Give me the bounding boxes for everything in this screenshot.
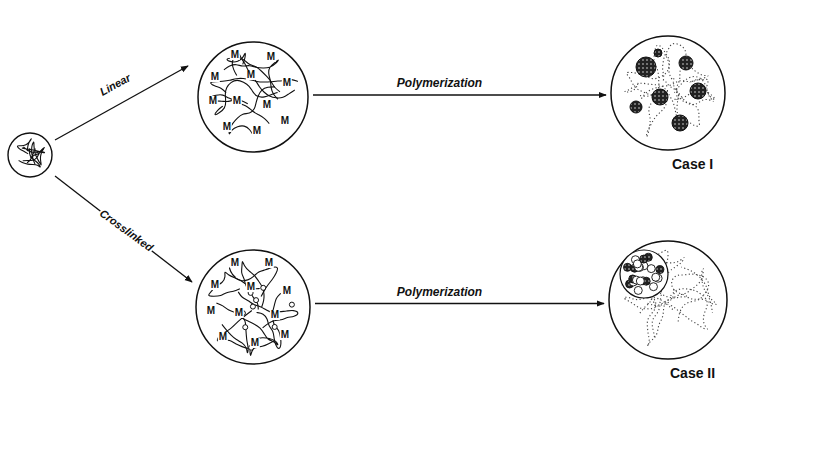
polymer-chain <box>669 289 708 330</box>
domain-cell <box>656 266 664 274</box>
monomer-label: M <box>230 258 240 268</box>
particle-boundary <box>196 250 310 364</box>
monomer-label: M <box>282 78 292 88</box>
swollen-particle: MMMMMMMMMMM <box>195 249 311 365</box>
polymer-chain <box>27 142 35 164</box>
monomer-label: M <box>252 126 262 136</box>
monomer-label: M <box>234 308 244 318</box>
polymer-chain <box>22 147 45 153</box>
monomer-label: M <box>232 96 242 106</box>
polymerization-arrow <box>313 94 606 95</box>
particle-outline <box>610 35 726 151</box>
crosslink-point <box>254 298 259 303</box>
crosslink-point <box>289 302 294 307</box>
particle-boundary <box>611 36 725 150</box>
monomer-label: M <box>206 306 216 316</box>
crosslink-point <box>261 285 266 290</box>
monomer-label: M <box>270 310 280 320</box>
polymer-domain <box>620 250 668 298</box>
path-label: Linear <box>97 72 133 99</box>
polymer-domain <box>654 49 662 57</box>
particle-boundary <box>609 241 727 359</box>
polymer-chain <box>211 78 298 92</box>
monomer-label: M <box>210 280 220 290</box>
edge-label: Polymerization <box>395 286 484 298</box>
seed-chains <box>18 139 45 167</box>
crosslink-point <box>250 304 255 309</box>
particle-outline <box>608 240 728 360</box>
polymer-domain <box>672 115 688 131</box>
polymer-chain <box>216 303 248 353</box>
seed-particle <box>8 133 52 177</box>
monomer-label: M <box>266 52 276 62</box>
polymer-chain <box>229 267 277 296</box>
polymerization-arrow <box>315 303 604 304</box>
polymer-domain <box>652 89 668 105</box>
polymer-chain <box>672 274 709 321</box>
swelling-arrow <box>55 66 188 140</box>
crosslink-point <box>243 325 248 330</box>
monomer-label: M <box>262 100 272 110</box>
edge-label: Polymerization <box>395 77 484 89</box>
particle-contents <box>209 262 298 356</box>
product-particle: Case II <box>608 240 728 360</box>
monomer-label: M <box>282 286 292 296</box>
monomer-label: M <box>230 50 240 60</box>
monomer-label: M <box>250 338 260 348</box>
swollen-particle: MMMMMMMMMMM <box>197 41 309 153</box>
monomer-label: M <box>246 282 256 292</box>
monomer-label: M <box>280 330 290 340</box>
polymer-domain <box>679 56 693 70</box>
polymer-chain <box>242 262 264 310</box>
polymer-chain <box>666 79 714 104</box>
particle-contents <box>620 250 716 346</box>
polymer-domain <box>636 57 656 77</box>
domain-cell <box>652 273 660 281</box>
domain-cell <box>640 255 648 263</box>
domain-cell <box>634 286 642 294</box>
polymer-chain <box>229 87 275 136</box>
monomer-label: M <box>222 122 232 132</box>
product-particle: Case I <box>610 35 726 151</box>
polymer-domain <box>630 101 642 113</box>
monomer-label: M <box>280 116 290 126</box>
particle-contents <box>625 44 715 137</box>
monomer-label: M <box>246 70 256 80</box>
domain-cell <box>636 277 644 285</box>
polymer-chain <box>232 53 294 98</box>
path-label: Crosslinked <box>97 207 156 254</box>
case-label: Case I <box>672 157 713 171</box>
monomer-label: M <box>218 332 228 342</box>
swelling-arrow <box>55 176 192 282</box>
monomer-label: M <box>210 72 220 82</box>
domain-cell <box>647 265 655 273</box>
monomer-label: M <box>208 96 218 106</box>
polymer-chain <box>257 293 281 348</box>
domain-cell <box>649 283 657 291</box>
polymer-chain <box>238 292 298 328</box>
polymer-domain <box>690 83 706 99</box>
particle-contents <box>211 53 298 136</box>
polymer-chain <box>625 83 678 130</box>
polymer-chain <box>215 80 278 114</box>
case-label: Case II <box>670 366 715 380</box>
monomer-label: M <box>264 258 274 268</box>
particle-boundary <box>198 42 308 152</box>
crosslink-point <box>272 324 277 329</box>
polymer-chain <box>211 95 269 124</box>
